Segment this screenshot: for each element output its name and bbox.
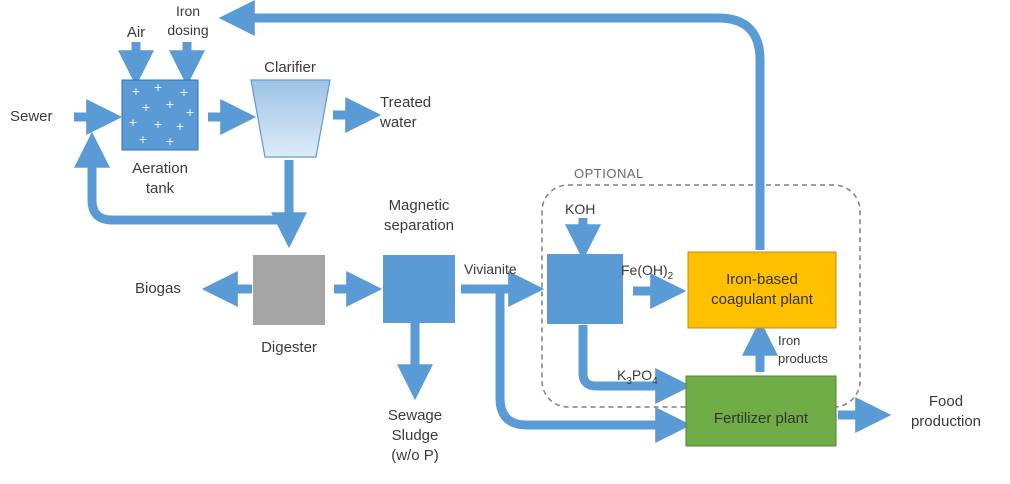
svg-text:+: + [165,98,174,111]
fertilizer-plant-label: Fertilizer plant [686,392,836,446]
svg-text:+: + [138,133,147,146]
sewage-sludge-line3: (w/o P) [391,447,439,464]
iron-recycle-arrow [218,0,765,250]
air-label: Air [126,24,146,41]
sewage-sludge-line2: Sludge [391,427,439,444]
food-production-line2: production [910,413,982,430]
digester-label: Digester [261,339,317,356]
feoh-text: Fe(OH) [621,262,668,278]
k3po4-sub2: 4 [652,375,658,387]
svg-text:+: + [153,118,162,131]
treated-water-line2: water [380,114,417,131]
sewer-label: Sewer [10,108,53,125]
iron-plant-line1: Iron-based [726,271,798,288]
iron-plant-box [687,251,837,329]
iron-dosing-line1: Iron [175,3,201,19]
magnetic-separation-box [383,255,455,323]
fertilizer-plant-box [685,375,837,447]
return-loop-arrow [74,131,289,225]
food-production-label: Food production [890,392,1002,432]
aeration-bubbles: +++ +++ +++ ++ [128,81,194,148]
iron-dosing-label: Iron dosing [160,2,216,40]
conversion-box [547,254,623,324]
feoh-subscript: 2 [667,270,674,282]
biogas-label: Biogas [135,280,181,297]
clarifier-funnel [250,79,331,158]
feoh-label: Fe(OH)2 [621,260,673,287]
svg-text:+: + [179,86,188,99]
iron-products-line2: products [778,351,828,366]
magnetic-separation-line1: Magnetic [388,197,450,214]
svg-text:+: + [128,116,137,129]
aeration-tank-line1: Aeration [132,160,188,177]
k3po4-sub1: 3 [626,375,632,387]
digester-box [253,255,325,325]
svg-text:+: + [175,120,184,133]
k3po4-po: PO [631,367,653,383]
svg-text:+: + [141,101,150,114]
vivianite-label: Vivianite [464,261,517,277]
iron-products-line1: Iron [778,333,801,348]
iron-plant-line2: coagulant plant [711,291,813,308]
k3po4-k: K [617,367,627,383]
clarifier-label: Clarifier [264,59,316,76]
treated-water-label: Treated water [380,93,431,133]
iron-dosing-line2: dosing [167,22,209,38]
svg-text:+: + [165,135,174,148]
k3po4-label: K3PO4 [617,365,658,392]
iron-plant-label: Iron-based coagulant plant [688,252,836,328]
svg-text:+: + [131,85,140,98]
aeration-tank-line2: tank [145,180,175,197]
magnetic-separation-label: Magnetic separation [360,196,478,236]
aeration-tank-label: Aeration tank [120,159,200,199]
food-production-line1: Food [928,393,964,410]
vivianite-to-fertilizer-arrow [495,292,692,443]
svg-text:+: + [185,106,194,119]
fertilizer-plant-text: Fertilizer plant [713,410,809,427]
sewage-sludge-line1: Sewage [387,407,443,424]
koh-label: KOH [565,201,596,217]
k3po4-arrow [578,325,692,404]
treated-water-line1: Treated [380,94,432,111]
iron-products-label: Iron products [778,332,828,368]
svg-text:+: + [153,81,162,94]
sewage-sludge-label: Sewage Sludge (w/o P) [366,406,464,466]
optional-label: OPTIONAL [574,166,644,181]
aeration-tank [121,79,199,151]
magnetic-separation-line2: separation [383,217,455,234]
